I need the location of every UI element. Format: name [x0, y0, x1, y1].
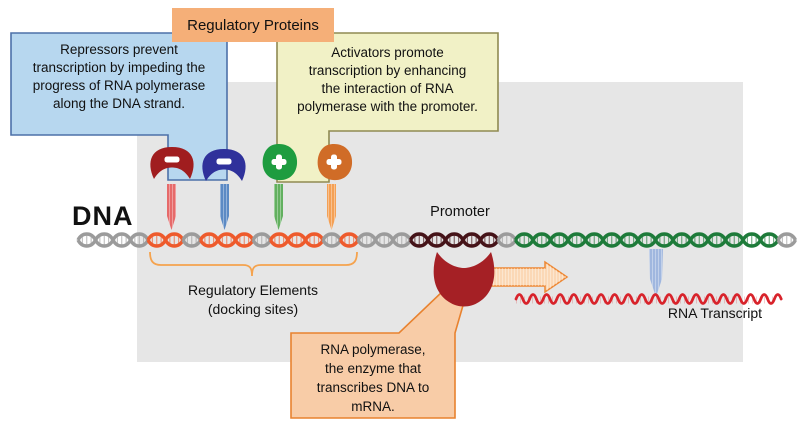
- regulatory-elements-label: Regulatory Elements (docking sites): [153, 281, 353, 319]
- activator-protein-green: [262, 144, 298, 181]
- activator-note-line: polymerase with the promoter.: [297, 99, 478, 114]
- polymerase-note-line: RNA polymerase,: [320, 342, 426, 357]
- activator-note-line: Activators promote: [331, 45, 444, 60]
- transcript-down-arrow: [649, 249, 663, 297]
- regulatory-proteins-label: Regulatory Proteins: [187, 16, 319, 34]
- dna-strand: [76, 232, 798, 248]
- promoter-label: Promoter: [430, 204, 490, 220]
- polymerase-callout-box: [290, 289, 465, 419]
- regulatory-elements-line1: Regulatory Elements: [188, 282, 318, 298]
- repressor-note-text: Repressors prevent transcription by impe…: [11, 41, 227, 113]
- activator-stem-orange: [327, 184, 336, 230]
- repressor-protein-red: [150, 147, 194, 179]
- polymerase-note-line: mRNA.: [351, 399, 395, 414]
- repressor-stem-blue: [220, 184, 229, 230]
- regulatory-proteins-title-box: Regulatory Proteins: [172, 8, 334, 42]
- regulatory-elements-brace: [149, 251, 358, 277]
- minus-icon: [164, 156, 180, 163]
- repressor-note-line: transcription by impeding the: [32, 60, 206, 75]
- activator-note-line: transcription by enhancing: [308, 63, 467, 78]
- minus-icon: [216, 158, 232, 165]
- regulatory-elements-line2: (docking sites): [207, 301, 299, 317]
- polymerase-note-text: RNA polymerase, the enzyme that transcri…: [291, 340, 455, 416]
- rna-polymerase-shape: [433, 252, 495, 307]
- polymerase-note-line: transcribes DNA to: [316, 380, 430, 395]
- repressor-note-line: Repressors prevent: [60, 42, 178, 57]
- polymerase-note-line: the enzyme that: [324, 361, 422, 376]
- plus-icon: [326, 154, 342, 170]
- activator-protein-orange: [317, 144, 353, 181]
- plus-icon: [271, 154, 287, 170]
- dna-label: DNA: [72, 201, 134, 231]
- transcription-arrow: [488, 260, 569, 294]
- activator-stem-green: [274, 184, 283, 230]
- activator-callout-box: [276, 32, 499, 183]
- rna-transcript-label: RNA Transcript: [667, 305, 763, 321]
- repressor-stem-red: [167, 184, 176, 230]
- repressor-note-line: along the DNA strand.: [52, 96, 186, 111]
- activator-note-line: the interaction of RNA: [321, 81, 454, 96]
- rna-transcript-wave: [514, 293, 783, 305]
- repressor-protein-blue: [202, 149, 246, 181]
- repressor-note-line: progress of RNA polymerase: [32, 78, 206, 93]
- activator-note-text: Activators promote transcription by enha…: [277, 44, 498, 116]
